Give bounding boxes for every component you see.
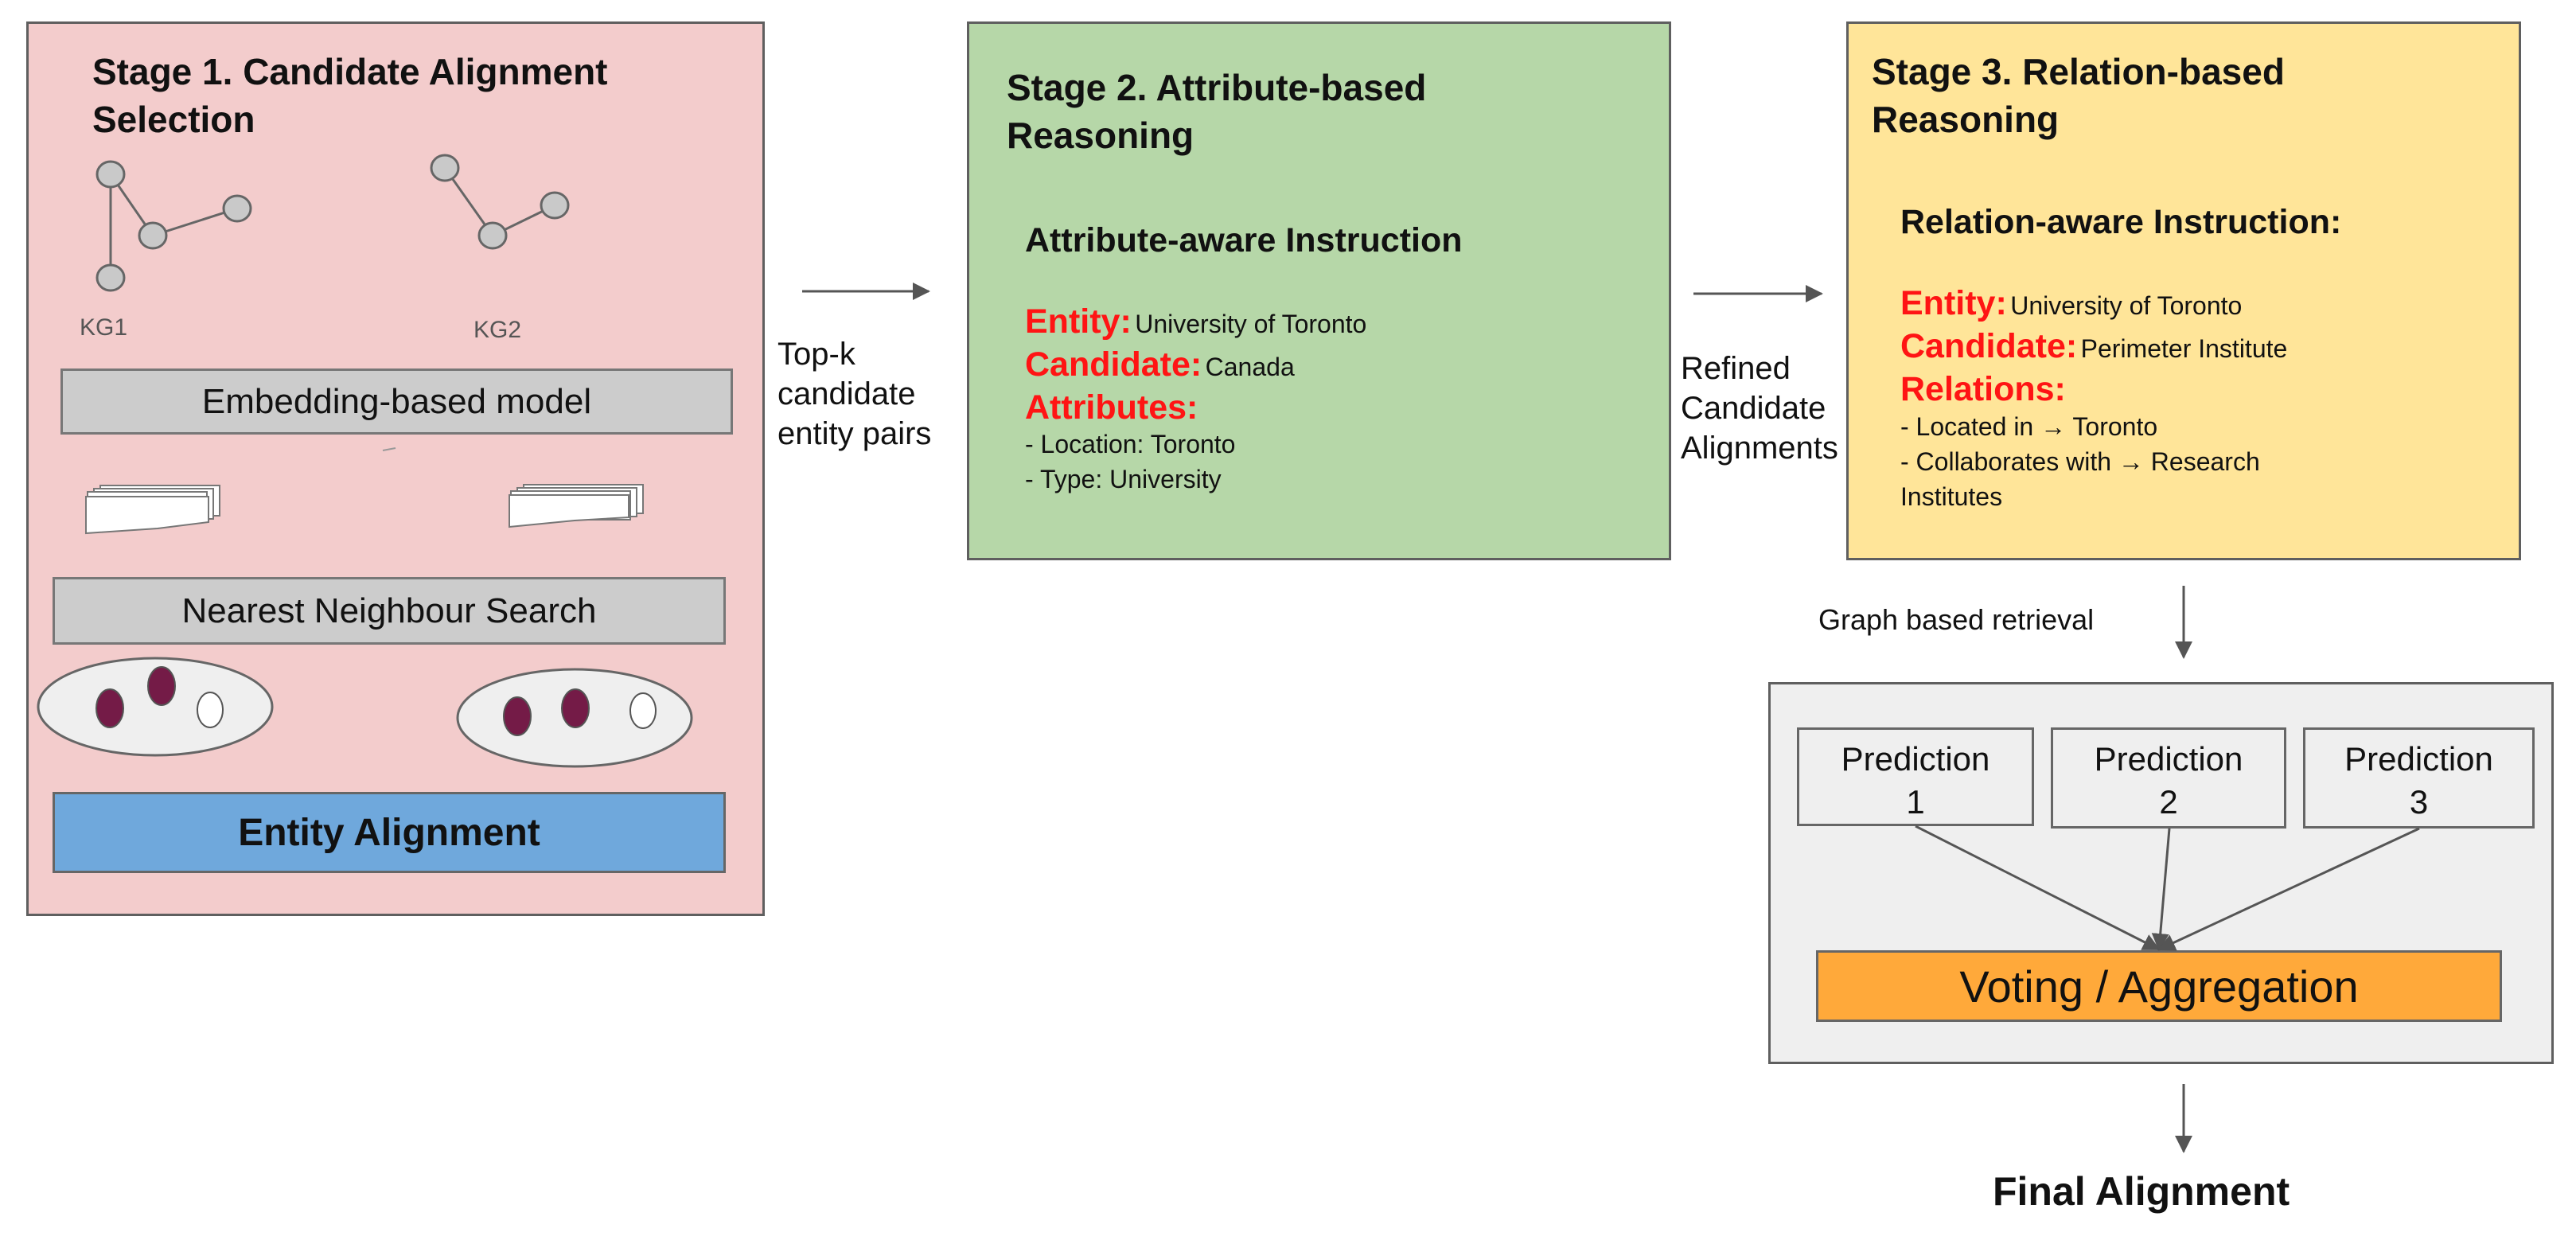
relations-key: Relations: xyxy=(1900,370,2066,408)
stage2-entity-line: Entity: University of Toronto xyxy=(1025,302,1366,341)
candidate-key: Candidate: xyxy=(1025,345,1202,384)
prediction-box-2: Prediction 2 xyxy=(2051,727,2286,829)
stage2-panel xyxy=(967,21,1671,560)
candidate-key: Candidate: xyxy=(1900,327,2078,365)
entity-key: Entity: xyxy=(1025,302,1132,341)
final-alignment-label: Final Alignment xyxy=(1993,1169,2290,1214)
attribute-item: - Location: Toronto xyxy=(1025,430,1236,458)
kg1-embedding-stack-icon xyxy=(85,485,220,535)
relation-item: Institutes xyxy=(1900,482,2003,511)
stage1-panel xyxy=(26,21,765,916)
kg1-embedding-cluster-icon xyxy=(37,657,274,757)
attribute-instruction-title: Attribute-aware Instruction xyxy=(1025,221,1463,259)
refined-flow-label: Refined Candidate Alignments xyxy=(1681,351,1838,466)
prediction-box-1: Prediction 1 xyxy=(1797,727,2034,826)
relation-item: - Collaborates with → Research xyxy=(1900,447,2260,476)
stage3-relations-line: Relations: xyxy=(1900,370,2066,409)
relation-instruction-title: Relation-aware Instruction: xyxy=(1900,203,2342,241)
arrow-prediction2-to-voting xyxy=(2151,828,2171,951)
attributes-key: Attributes: xyxy=(1025,388,1198,427)
stage3-entity-line: Entity: University of Toronto xyxy=(1900,284,2242,323)
attribute-item: - Type: University xyxy=(1025,465,1222,493)
prediction-box-3: Prediction 3 xyxy=(2303,727,2535,829)
stage3-title: Stage 3. Relation-based Reasoning xyxy=(1872,51,2285,140)
kg2-embedding-cluster-icon xyxy=(456,668,693,768)
embedding-model-bar: Embedding-based model xyxy=(60,368,733,435)
entity-value: University of Toronto xyxy=(1135,310,1367,338)
kg1-label: KG1 xyxy=(80,314,128,341)
stage1-title: Stage 1. Candidate Alignment Selection xyxy=(92,51,608,140)
topk-flow-label: Top-k candidate entity pairs xyxy=(777,337,932,451)
entity-value: University of Toronto xyxy=(2010,291,2243,320)
nearest-neighbour-search-bar: Nearest Neighbour Search xyxy=(53,577,726,645)
kg2-graph-icon xyxy=(430,154,570,250)
kg2-embedding-stack-icon xyxy=(509,484,644,528)
entity-key: Entity: xyxy=(1900,284,2007,322)
stage2-attributes-line: Attributes: xyxy=(1025,388,1198,427)
arrow-prediction1-to-voting xyxy=(1915,825,2161,951)
candidate-value: Canada xyxy=(1205,353,1295,381)
entity-alignment-bar: Entity Alignment xyxy=(53,792,726,873)
stage3-candidate-line: Candidate: Perimeter Institute xyxy=(1900,327,2287,366)
stage2-candidate-line: Candidate: Canada xyxy=(1025,345,1295,384)
stage3-panel xyxy=(1846,21,2521,560)
kg2-label: KG2 xyxy=(474,317,522,343)
stage2-title: Stage 2. Attribute-based Reasoning xyxy=(1007,67,1427,156)
relation-item: - Located in → Toronto xyxy=(1900,412,2158,441)
kg1-graph-icon xyxy=(95,160,252,292)
graph-retrieval-label: Graph based retrieval xyxy=(1818,603,2095,636)
candidate-value: Perimeter Institute xyxy=(2080,334,2288,363)
voting-aggregation-bar: Voting / Aggregation xyxy=(1816,950,2502,1022)
arrow-prediction3-to-voting xyxy=(2157,827,2420,951)
